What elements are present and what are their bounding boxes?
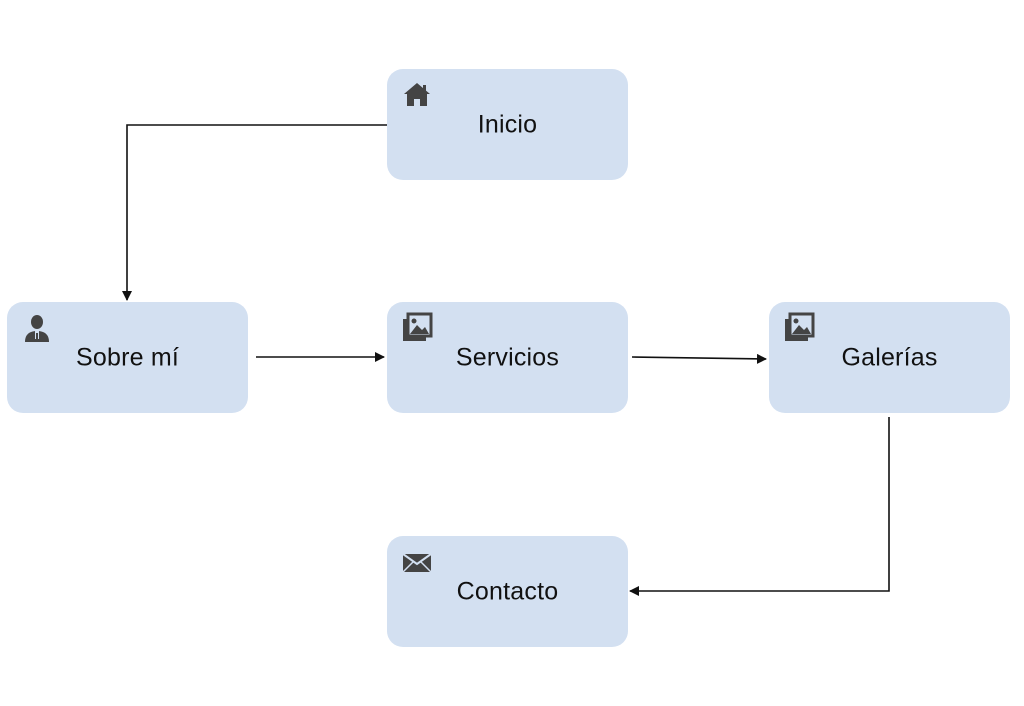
node-label: Sobre mí [75,343,180,371]
node-label: Galerías [841,343,938,371]
edge-inicio-to-sobre-mi [122,124,387,301]
node-inicio: Inicio [387,69,628,180]
gallery-icon [783,312,815,344]
gallery-icon [401,312,433,344]
edge-galerias-to-contacto [629,417,890,596]
node-label: Inicio [477,110,538,138]
edge-servicios-to-galerias [631,353,767,364]
user-icon [21,312,53,344]
mail-icon [401,546,433,578]
home-icon [401,79,433,111]
node-label: Servicios [455,343,560,371]
node-sobre-mi: Sobre mí [7,302,248,413]
node-contacto: Contacto [387,536,628,647]
node-label: Contacto [456,577,559,605]
node-galerias: Galerías [769,302,1010,413]
node-servicios: Servicios [387,302,628,413]
